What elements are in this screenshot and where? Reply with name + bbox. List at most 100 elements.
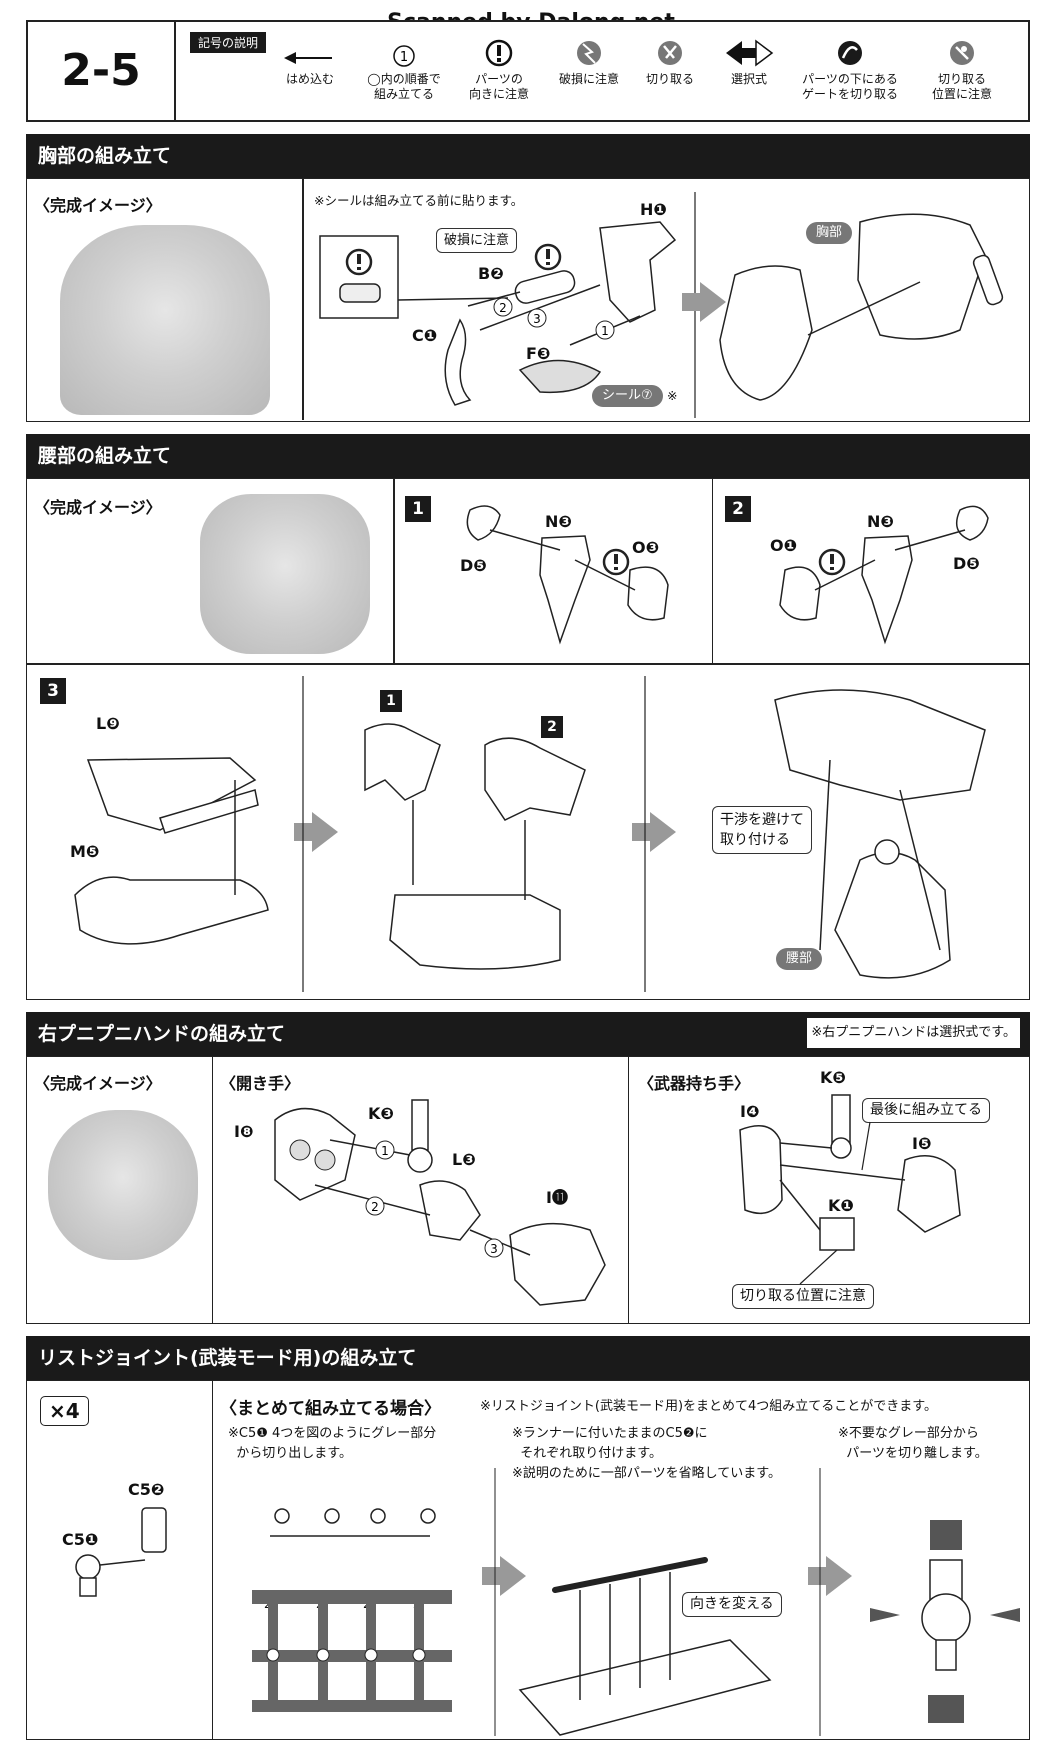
chest-sticker-mark: ※: [667, 388, 678, 403]
waist-step3-m: M❺: [70, 842, 100, 861]
hand-cut-callout: 切り取る位置に注意: [732, 1284, 874, 1309]
waist-step1-d: D❺: [460, 556, 487, 575]
wrist-part-c5-1: C5❶: [62, 1530, 99, 1549]
wrist-batch-note: ※リストジョイント(武装モード用)をまとめて4つ組み立てることができます。: [480, 1399, 938, 1414]
legend-damage: 破損に注意: [548, 38, 630, 87]
chest-flow-arrow: [682, 282, 726, 322]
waist-step2-o: O❶: [770, 536, 798, 555]
legend-insert: はめ込む: [270, 38, 350, 87]
waist-complete-photo: [200, 494, 370, 654]
waist-interference-callout: 干渉を避けて 取り付ける: [712, 806, 812, 854]
wrist-col2-note: ※ランナーに付いたままのC5❷に それぞれ取り付けます。 ※説明のために一部パー…: [512, 1426, 781, 1481]
waist-step2-n: N❸: [867, 512, 894, 531]
waist-tag: 腰部: [776, 948, 823, 970]
hand-open-label: 〈開き手〉: [220, 1074, 301, 1093]
wrist-flow-arrow-2: [808, 1556, 852, 1596]
cut-position-icon: [950, 41, 974, 65]
chest-part-c: C❶: [412, 326, 438, 345]
nipper-icon: [658, 41, 682, 65]
hand-weapon-i4: I❹: [740, 1102, 760, 1121]
chest-tag: 胸部: [806, 222, 853, 244]
hand-step-3: 3: [490, 1242, 498, 1256]
exclamation-icon: [485, 39, 513, 67]
legend-title: 記号の説明: [190, 32, 267, 53]
hand-step-2: 2: [371, 1200, 379, 1214]
legend-label: 切り取る: [645, 72, 694, 86]
hand-open-l3: L❸: [452, 1150, 476, 1169]
hand-open-i8: I❽: [234, 1122, 254, 1141]
legend-label: 選択式: [730, 72, 767, 86]
chest-part-b: B❷: [478, 264, 504, 283]
waist-step2-num: 2: [725, 496, 751, 522]
header-box: 2-5 記号の説明: [26, 20, 1030, 122]
chest-part-h: H❶: [640, 200, 667, 219]
legend-select: 選択式: [710, 38, 788, 87]
waist-step1-num: 1: [405, 496, 431, 522]
wrist-part-c5-2: C5❷: [128, 1480, 165, 1499]
wrist-times: ×4: [40, 1396, 89, 1426]
waist-complete-label: 〈完成イメージ〉: [34, 498, 162, 517]
waist-step2-d: D❺: [953, 554, 980, 573]
wrist-batch-label: 〈まとめて組み立てる場合〉: [220, 1399, 441, 1419]
chest-part-f: F❸: [526, 344, 551, 363]
waist-step1-o: O❸: [632, 538, 660, 557]
chest-step-2: 2: [499, 301, 507, 315]
svg-text:1: 1: [400, 50, 408, 65]
chest-complete-photo: [60, 225, 270, 415]
hand-open-i11: I⓫: [546, 1188, 568, 1207]
chest-sticker: シール⑦: [592, 385, 663, 407]
wrist-col1-note: ※C5❶ 4つを図のようにグレー部分 から切り出します。: [228, 1426, 437, 1461]
wrist-title-bar: リストジョイント(武装モード用)の組み立て: [26, 1336, 1030, 1380]
hand-last-callout: 最後に組み立てる: [862, 1098, 990, 1123]
arrow-left-icon: [284, 52, 332, 64]
legend-cut-position: 切り取る 位置に注意: [914, 38, 1010, 102]
chest-damage-callout: 破損に注意: [436, 228, 518, 253]
waist-title: 腰部の組み立て: [38, 445, 172, 467]
legend-label: 破損に注意: [558, 72, 619, 86]
chest-title-bar: 胸部の組み立て: [26, 134, 1030, 178]
chest-complete-label: 〈完成イメージ〉: [34, 196, 162, 215]
legend-order: 1 ◯内の順番で 組み立てる: [358, 38, 450, 102]
wrist-direction-callout: 向きを変える: [682, 1592, 782, 1617]
waist-step3-sub2: 2: [541, 716, 563, 738]
hand-weapon-k5: K❺: [820, 1068, 846, 1087]
step-number: 2-5: [28, 22, 176, 120]
legend-label: 切り取る 位置に注意: [931, 72, 992, 101]
hand-title-bar: 右プニプニハンドの組み立て ※右プニプニハンドは選択式です。: [26, 1012, 1030, 1056]
waist-step3-l: L❾: [96, 714, 120, 733]
legend-label: ◯内の順番で 組み立てる: [367, 72, 441, 101]
chest-step-3: 3: [533, 312, 541, 326]
hand-weapon-label: 〈武器持ち手〉: [638, 1074, 751, 1093]
hand-complete-label: 〈完成イメージ〉: [34, 1074, 162, 1093]
waist-step1-n: N❸: [545, 512, 572, 531]
wrist-col3-note: ※不要なグレー部分から パーツを切り離します。: [838, 1426, 988, 1461]
hand-complete-photo: [48, 1110, 198, 1260]
legend-direction: パーツの 向きに注意: [458, 38, 540, 102]
broken-icon: [577, 41, 601, 65]
legend-label: はめ込む: [285, 72, 334, 86]
legend-gate: パーツの下にある ゲートを切り取る: [790, 38, 910, 102]
wrist-title: リストジョイント(武装モード用)の組み立て: [38, 1347, 417, 1369]
circled-one-icon: 1: [393, 45, 415, 67]
legend-label: パーツの下にある ゲートを切り取る: [801, 72, 898, 101]
double-arrow-icon: [726, 39, 774, 67]
waist-flow-arrow-1: [294, 812, 338, 852]
gate-cut-icon: [838, 41, 862, 65]
legend-label: パーツの 向きに注意: [468, 72, 529, 101]
hand-open-k3: K❸: [368, 1104, 394, 1123]
chest-divider-1: [302, 179, 304, 420]
hand-step-1: 1: [381, 1144, 389, 1158]
chest-sticker-note: ※シールは組み立てる前に貼ります。: [314, 193, 524, 208]
waist-title-bar: 腰部の組み立て: [26, 434, 1030, 478]
hand-title: 右プニプニハンドの組み立て: [38, 1023, 286, 1045]
legend-cut: 切り取る: [634, 38, 706, 87]
wrist-flow-arrow-1: [482, 1556, 526, 1596]
hand-note: ※右プニプニハンドは選択式です。: [807, 1018, 1020, 1048]
legend: はめ込む 1 ◯内の順番で 組み立てる パーツの 向きに注意 破損に注意 切り取…: [270, 38, 1020, 118]
waist-step3-num: 3: [40, 678, 66, 704]
hand-weapon-i5: I❺: [912, 1134, 932, 1153]
